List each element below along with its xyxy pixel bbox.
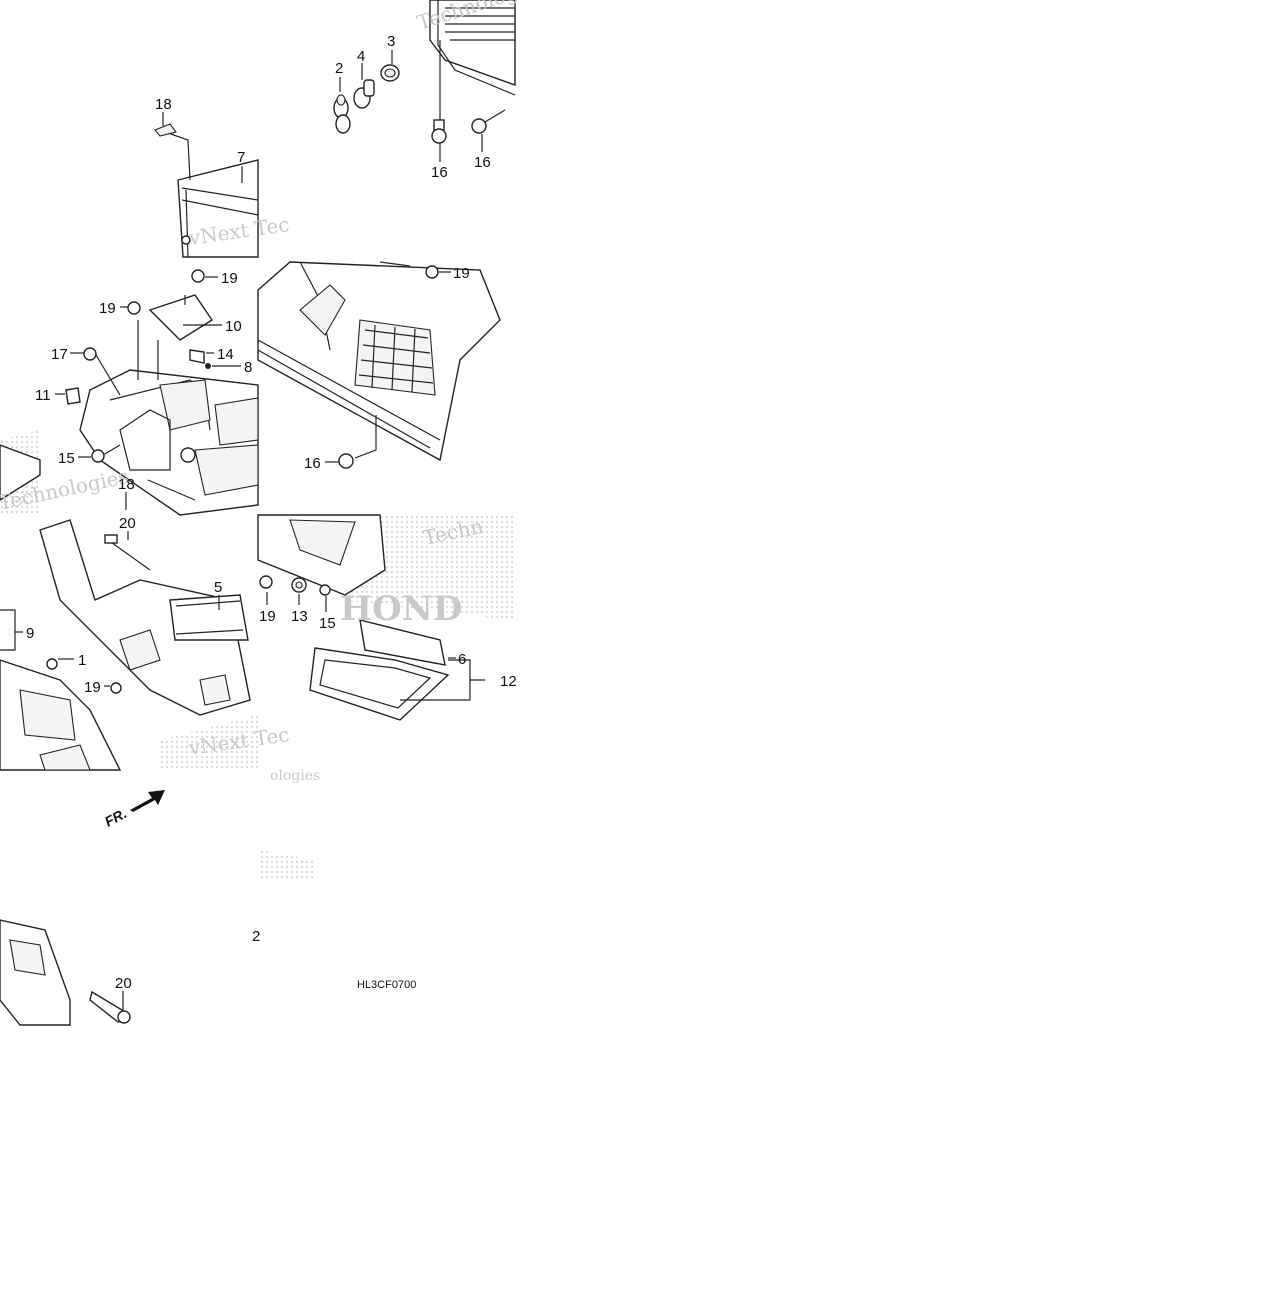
callout-18: 18 xyxy=(155,96,172,113)
callout-19: 19 xyxy=(259,608,276,625)
callout-10: 10 xyxy=(225,318,242,335)
tile-glovebox xyxy=(257,514,515,721)
callout-4: 4 xyxy=(357,48,365,65)
callout-3: 3 xyxy=(387,33,395,50)
callout-labels: 2 4 3 16 16 18 7 19 19 10 17 14 8 11 15 … xyxy=(26,33,517,992)
callout-9: 9 xyxy=(26,625,34,642)
callout-7: 7 xyxy=(237,149,245,166)
plug-part xyxy=(353,79,375,109)
callout-11: 11 xyxy=(35,387,51,404)
tile-dash-storage xyxy=(257,261,501,469)
callout-20: 20 xyxy=(119,515,136,532)
callout-17: 17 xyxy=(51,346,68,363)
callout-18: 18 xyxy=(118,476,135,493)
callout-19: 19 xyxy=(453,265,470,282)
callout-16: 16 xyxy=(304,455,321,472)
tile-bracket-lower xyxy=(0,850,315,1026)
callout-13: 13 xyxy=(291,608,308,625)
bolt-part xyxy=(431,109,506,144)
callout-5: 5 xyxy=(214,579,222,596)
svg-text:ologies: ologies xyxy=(270,768,320,784)
callout-16: 16 xyxy=(431,164,448,181)
callout-1: 1 xyxy=(78,652,86,669)
callout-19: 19 xyxy=(221,270,238,287)
callout-15: 15 xyxy=(319,615,336,632)
front-marker-label: FR. xyxy=(102,805,129,830)
callout-14: 14 xyxy=(217,346,234,363)
front-arrow xyxy=(130,790,165,812)
svg-text:HOND: HOND xyxy=(340,589,462,629)
callout-12-fragment: 2 xyxy=(252,928,260,945)
diagram-code: HL3CF0700 xyxy=(357,979,416,991)
tile-frame-top xyxy=(154,123,259,258)
leader-lines xyxy=(15,50,483,1010)
tile-fastener-detail xyxy=(258,0,516,257)
callout-8: 8 xyxy=(244,359,252,376)
callout-16: 16 xyxy=(474,154,491,171)
tile-dashboard-center xyxy=(0,269,259,516)
callout-15: 15 xyxy=(58,450,75,467)
callout-19: 19 xyxy=(99,300,116,317)
callout-12: 12 xyxy=(500,673,517,690)
callout-19: 19 xyxy=(84,679,101,696)
callout-6: 6 xyxy=(458,651,466,668)
grommet-part xyxy=(333,94,351,134)
tile-frame-lower xyxy=(0,519,258,771)
callout-20: 20 xyxy=(115,975,132,992)
callout-2: 2 xyxy=(335,60,343,77)
